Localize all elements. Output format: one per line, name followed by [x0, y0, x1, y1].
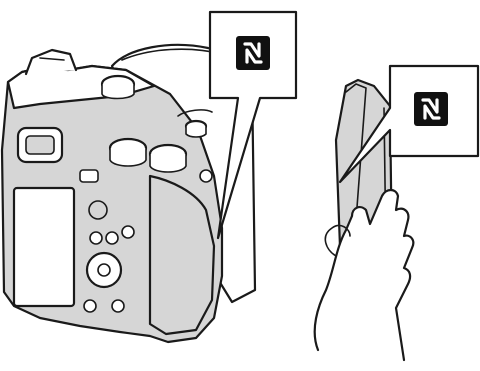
- nfc-n-mark-icon: [414, 92, 448, 126]
- rear-lcd: [14, 188, 74, 306]
- hand: [315, 190, 414, 360]
- nfc-n-mark-icon: [236, 36, 270, 70]
